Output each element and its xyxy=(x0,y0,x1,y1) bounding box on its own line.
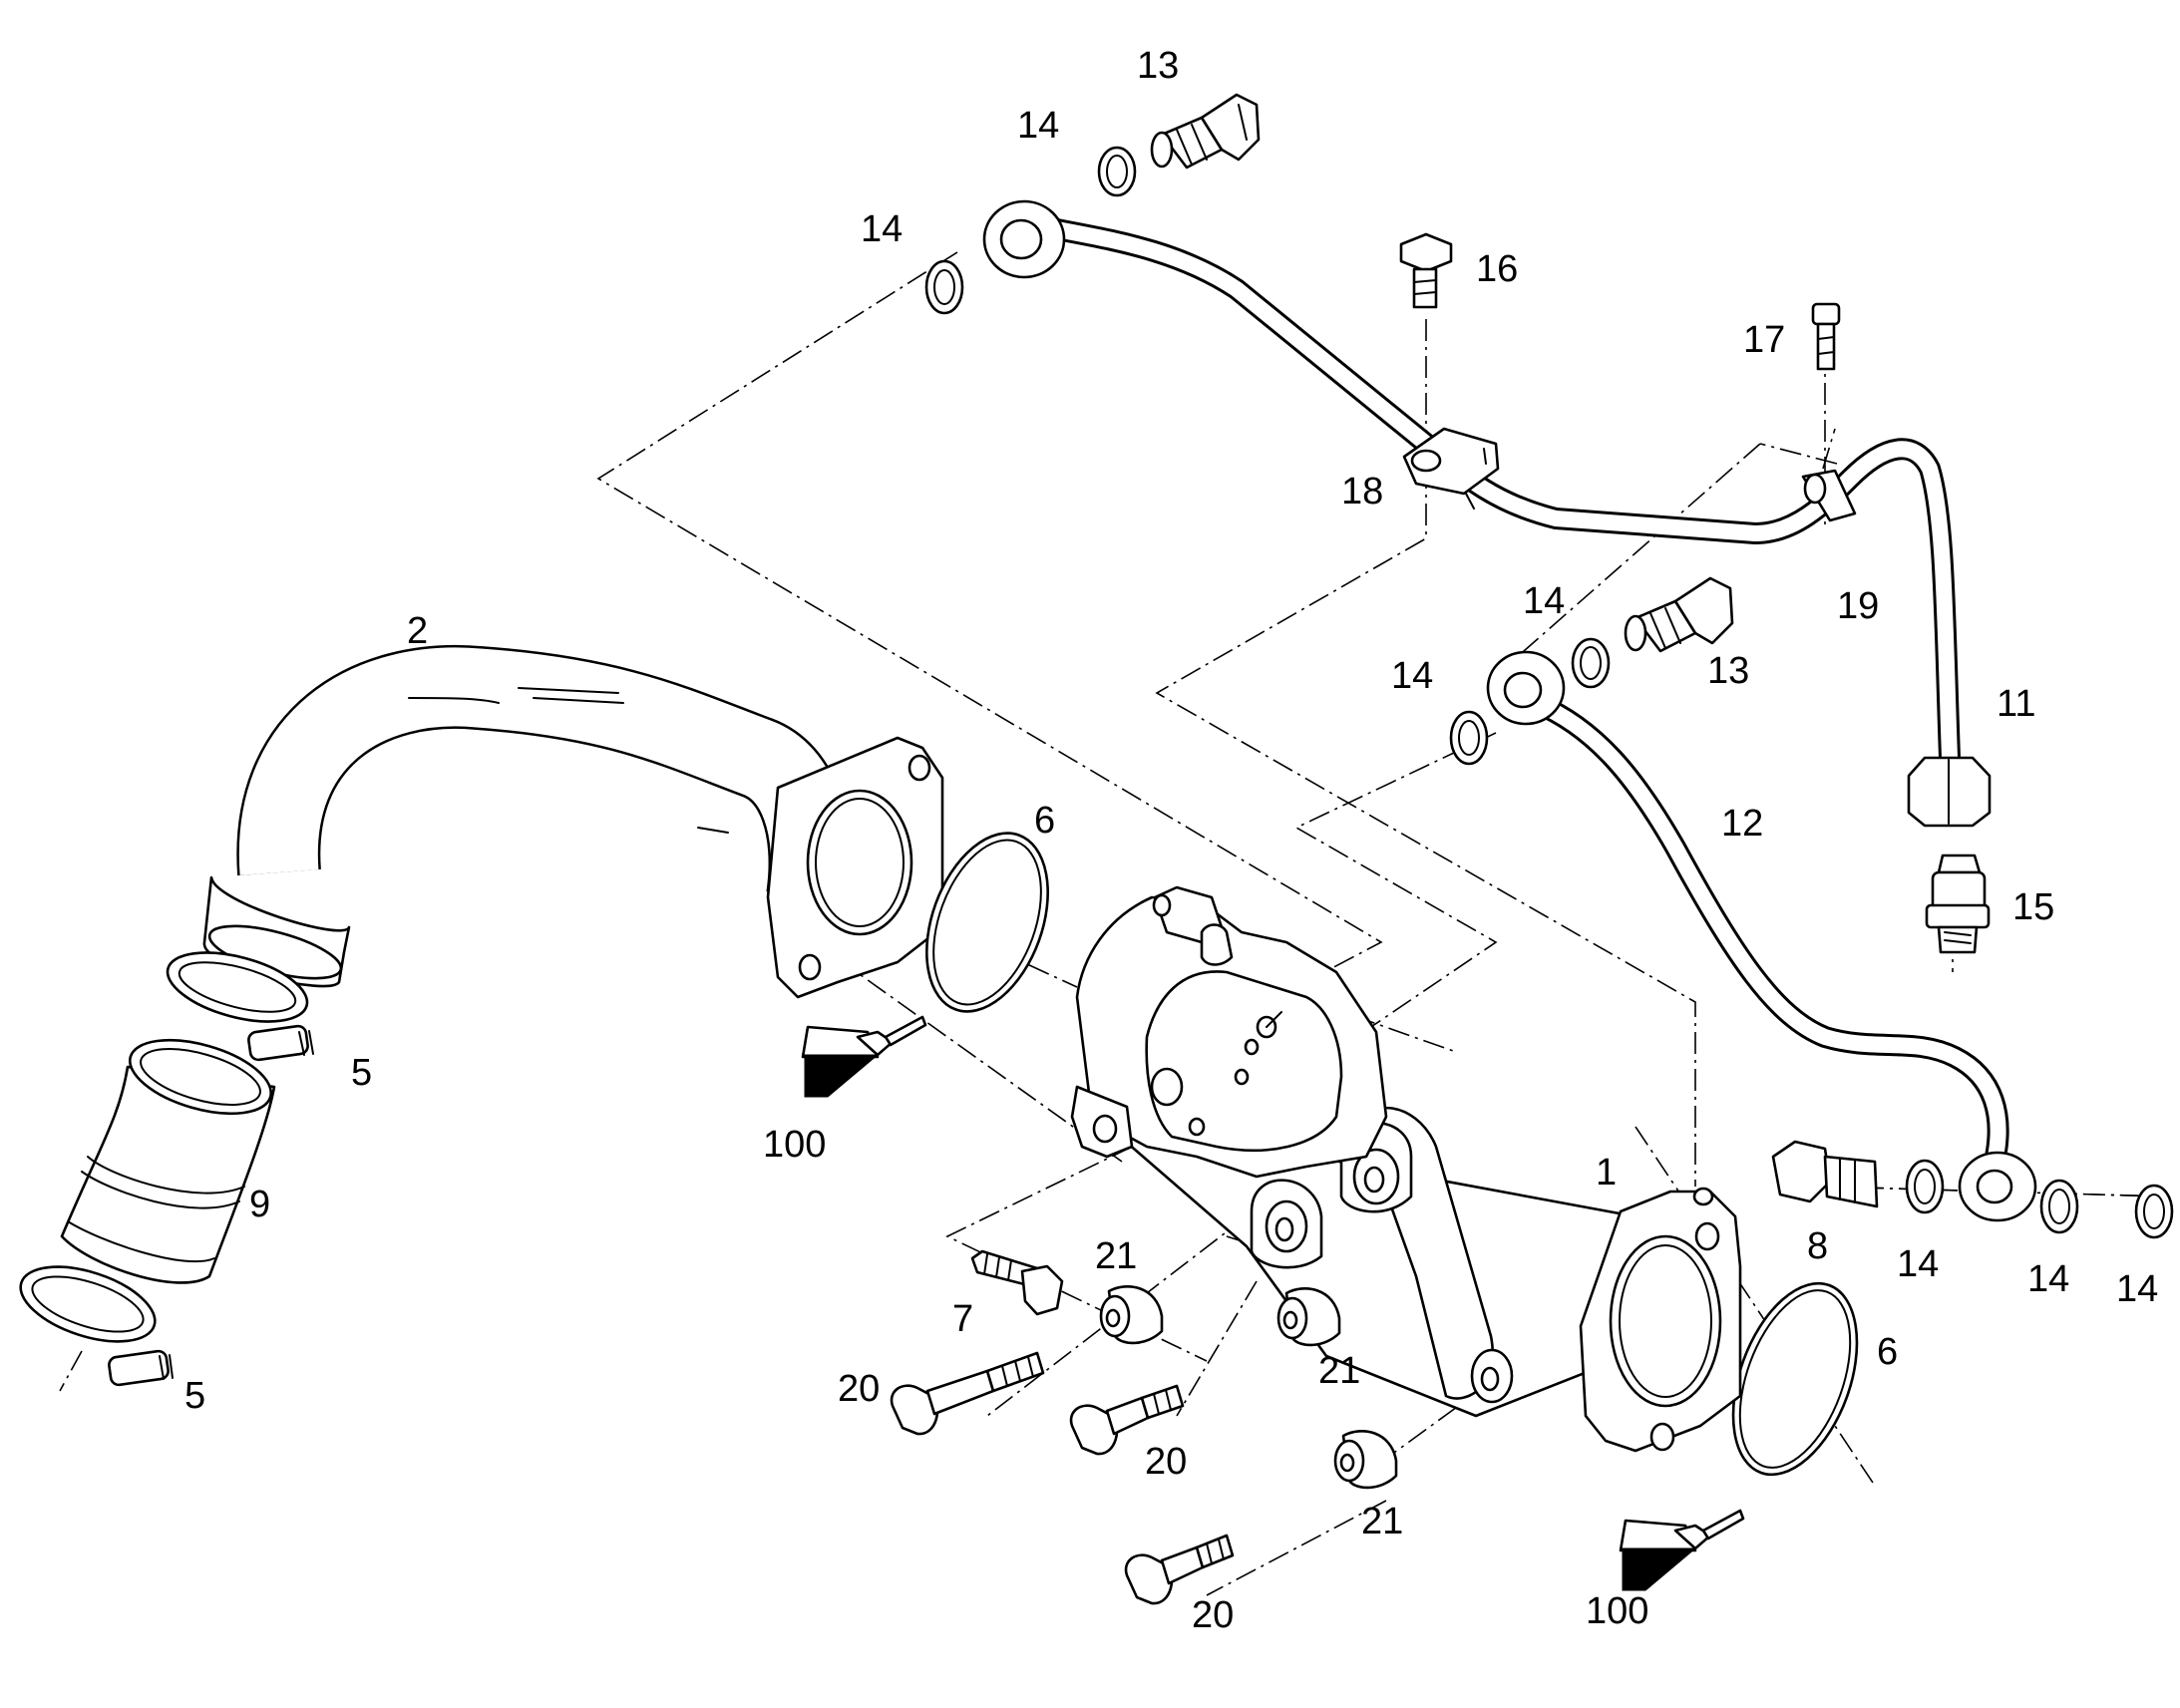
spacer-21-c xyxy=(1333,1430,1398,1490)
callout-17: 17 xyxy=(1743,319,1785,361)
callout-15: 15 xyxy=(2012,886,2054,928)
callout-14-f: 14 xyxy=(2027,1258,2069,1300)
banjo-fitting-upper xyxy=(982,199,1066,279)
oil-pipe-lower xyxy=(1525,692,2009,1173)
callout-20-c: 20 xyxy=(1192,1594,1234,1636)
callout-21-b: 21 xyxy=(1318,1350,1360,1392)
callout-8: 8 xyxy=(1807,1225,1828,1267)
callout-6-upper: 6 xyxy=(1034,800,1055,842)
callout-13-lower: 13 xyxy=(1707,650,1749,692)
callout-14-g: 14 xyxy=(2116,1268,2158,1310)
intake-tube-2 xyxy=(202,645,944,999)
callout-16: 16 xyxy=(1476,248,1518,290)
sealant-tube-100-a xyxy=(801,1015,927,1098)
gasket-6-upper xyxy=(925,832,1049,1013)
bolt-20-c xyxy=(1124,1534,1235,1605)
banjo-fitting-middle xyxy=(1486,650,1566,726)
screw-17 xyxy=(1811,302,1841,371)
callout-5-upper: 5 xyxy=(351,1052,372,1094)
callout-14-a: 14 xyxy=(1017,105,1059,147)
callout-7: 7 xyxy=(952,1298,973,1340)
pipe-clip-18 xyxy=(1402,427,1500,510)
hose-clamp-5-upper xyxy=(166,951,314,1062)
intake-housing-1 xyxy=(1070,885,1742,1453)
rubber-hose-9 xyxy=(60,1038,276,1284)
spacer-21-a xyxy=(1099,1285,1164,1345)
pipe-sleeve-19 xyxy=(1801,469,1857,522)
oil-pipe-upper xyxy=(1046,218,1961,769)
pipe-union-nut xyxy=(1907,756,1992,828)
callout-100-b: 100 xyxy=(1586,1590,1648,1632)
callout-18: 18 xyxy=(1341,471,1383,512)
hose-clamp-5-lower xyxy=(19,1265,174,1387)
callout-14-c: 14 xyxy=(1523,580,1565,622)
sealing-washers-14 xyxy=(924,146,2174,1239)
screw-16 xyxy=(1399,232,1453,309)
sealant-tube-100-b xyxy=(1619,1509,1745,1591)
callout-5-lower: 5 xyxy=(184,1375,205,1417)
callout-21-a: 21 xyxy=(1095,1235,1137,1277)
gasket-6-lower xyxy=(1731,1281,1859,1477)
bolt-7 xyxy=(970,1249,1064,1316)
callout-21-c: 21 xyxy=(1361,1501,1403,1542)
oil-pressure-sensor-15 xyxy=(1925,854,1991,954)
callout-14-e: 14 xyxy=(1897,1243,1939,1285)
callout-11: 11 xyxy=(1997,683,2035,725)
banjo-fitting-lower xyxy=(1958,1151,2037,1222)
banjo-bolt-13-upper xyxy=(1150,93,1261,170)
callout-12: 12 xyxy=(1721,803,1763,845)
banjo-bolt-13-lower xyxy=(1624,576,1734,653)
callout-14-d: 14 xyxy=(1391,655,1433,697)
bolt-20-a xyxy=(890,1351,1045,1436)
callout-9: 9 xyxy=(249,1184,270,1225)
spacer-21-b xyxy=(1276,1287,1341,1347)
bolt-20-b xyxy=(1069,1384,1185,1456)
callout-20-b: 20 xyxy=(1145,1441,1187,1483)
callout-labels: 1 2 5 5 6 6 7 8 9 11 12 13 13 14 14 14 1… xyxy=(184,45,2158,1636)
callout-19: 19 xyxy=(1837,585,1879,627)
callout-14-b: 14 xyxy=(861,208,903,250)
callout-2: 2 xyxy=(407,610,428,652)
callout-1: 1 xyxy=(1596,1152,1617,1194)
callout-6-lower: 6 xyxy=(1877,1331,1898,1373)
callout-100-a: 100 xyxy=(763,1124,826,1166)
banjo-bolt-8 xyxy=(1771,1140,1879,1208)
callout-13-upper: 13 xyxy=(1137,45,1179,87)
callout-20-a: 20 xyxy=(838,1368,880,1410)
